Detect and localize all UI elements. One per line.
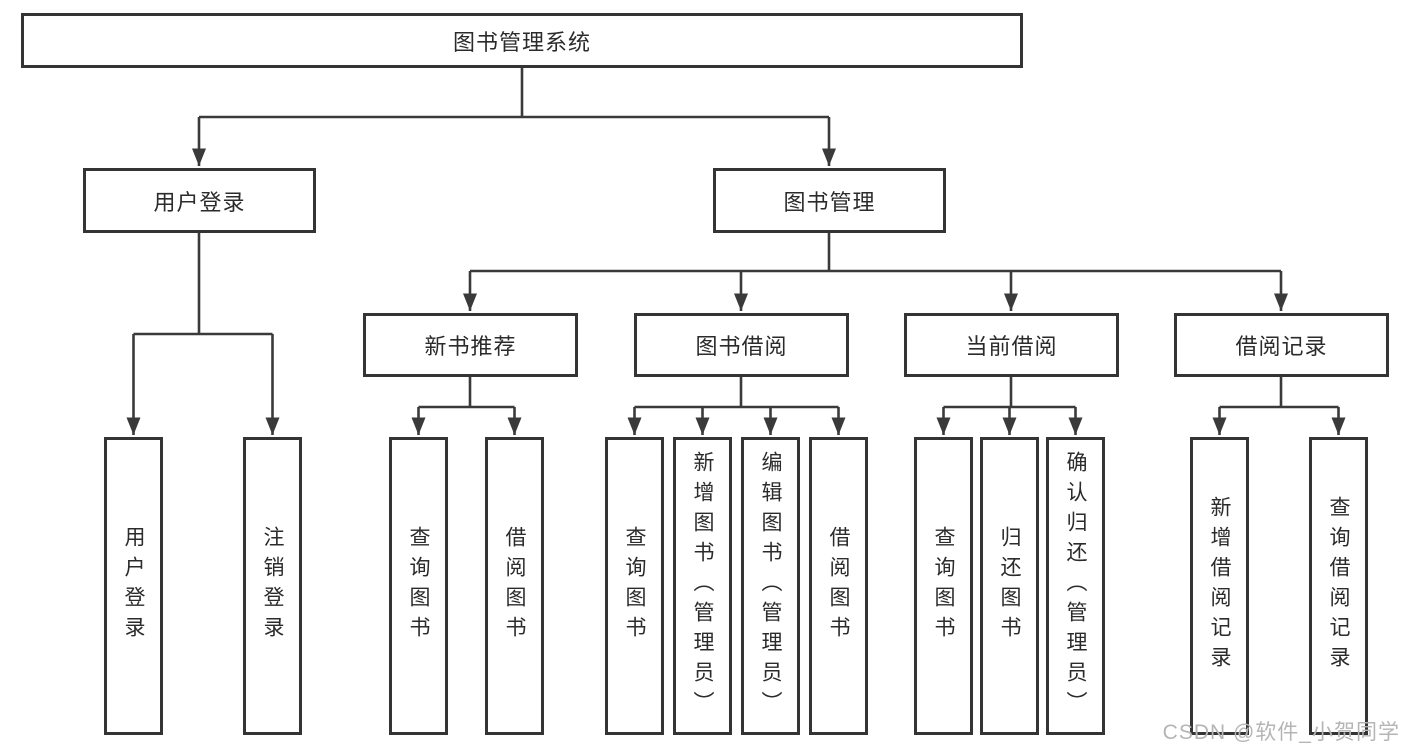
leaf-borrow-books-1: 借阅图书 xyxy=(485,437,544,735)
node-user-login-label: 用户登录 xyxy=(153,189,246,215)
leaf-query-books-3-label: 查询图书 xyxy=(932,526,955,646)
leaf-borrow-books-2: 借阅图书 xyxy=(809,437,868,735)
leaf-add-book-admin: 新增图书（管理员） xyxy=(673,437,732,735)
leaf-logout-label: 注销登录 xyxy=(261,526,284,646)
leaf-confirm-return-admin-label: 确认归还（管理员） xyxy=(1064,451,1087,721)
leaf-logout: 注销登录 xyxy=(243,437,302,735)
node-book-borrow-label: 图书借阅 xyxy=(695,334,788,359)
node-borrow-records: 借阅记录 xyxy=(1174,313,1389,377)
node-borrow-records-label: 借阅记录 xyxy=(1235,334,1328,359)
node-book-management-label: 图书管理 xyxy=(783,189,876,215)
node-current-borrow-label: 当前借阅 xyxy=(965,334,1058,359)
leaf-query-books-2-label: 查询图书 xyxy=(623,526,646,646)
leaf-query-borrow-record: 查询借阅记录 xyxy=(1309,437,1368,735)
leaf-user-login: 用户登录 xyxy=(104,437,163,735)
node-library-system-label: 图书管理系统 xyxy=(452,29,591,55)
leaf-query-books-2: 查询图书 xyxy=(605,437,664,735)
node-new-book-recommend-label: 新书推荐 xyxy=(424,334,517,359)
leaf-edit-book-admin-label: 编辑图书（管理员） xyxy=(759,451,782,721)
leaf-query-books-1: 查询图书 xyxy=(389,437,448,735)
node-new-book-recommend: 新书推荐 xyxy=(363,313,578,377)
leaf-borrow-books-1-label: 借阅图书 xyxy=(503,526,526,646)
node-book-borrow: 图书借阅 xyxy=(634,313,849,377)
leaf-query-borrow-record-label: 查询借阅记录 xyxy=(1327,496,1350,676)
leaf-edit-book-admin: 编辑图书（管理员） xyxy=(741,437,800,735)
csdn-watermark: CSDN @软件_小贺同学 xyxy=(1162,721,1400,744)
leaf-add-borrow-record: 新增借阅记录 xyxy=(1190,437,1249,735)
leaf-return-book: 归还图书 xyxy=(980,437,1039,735)
leaf-add-borrow-record-label: 新增借阅记录 xyxy=(1208,496,1231,676)
node-book-management: 图书管理 xyxy=(713,168,946,233)
leaf-query-books-1-label: 查询图书 xyxy=(407,526,430,646)
leaf-query-books-3: 查询图书 xyxy=(914,437,973,735)
node-user-login: 用户登录 xyxy=(83,168,316,233)
node-library-system: 图书管理系统 xyxy=(21,13,1023,68)
leaf-return-book-label: 归还图书 xyxy=(998,526,1021,646)
node-current-borrow: 当前借阅 xyxy=(904,313,1119,377)
leaf-borrow-books-2-label: 借阅图书 xyxy=(827,526,850,646)
leaf-confirm-return-admin: 确认归还（管理员） xyxy=(1046,437,1105,735)
leaf-user-login-label: 用户登录 xyxy=(122,526,145,646)
leaf-add-book-admin-label: 新增图书（管理员） xyxy=(691,451,714,721)
